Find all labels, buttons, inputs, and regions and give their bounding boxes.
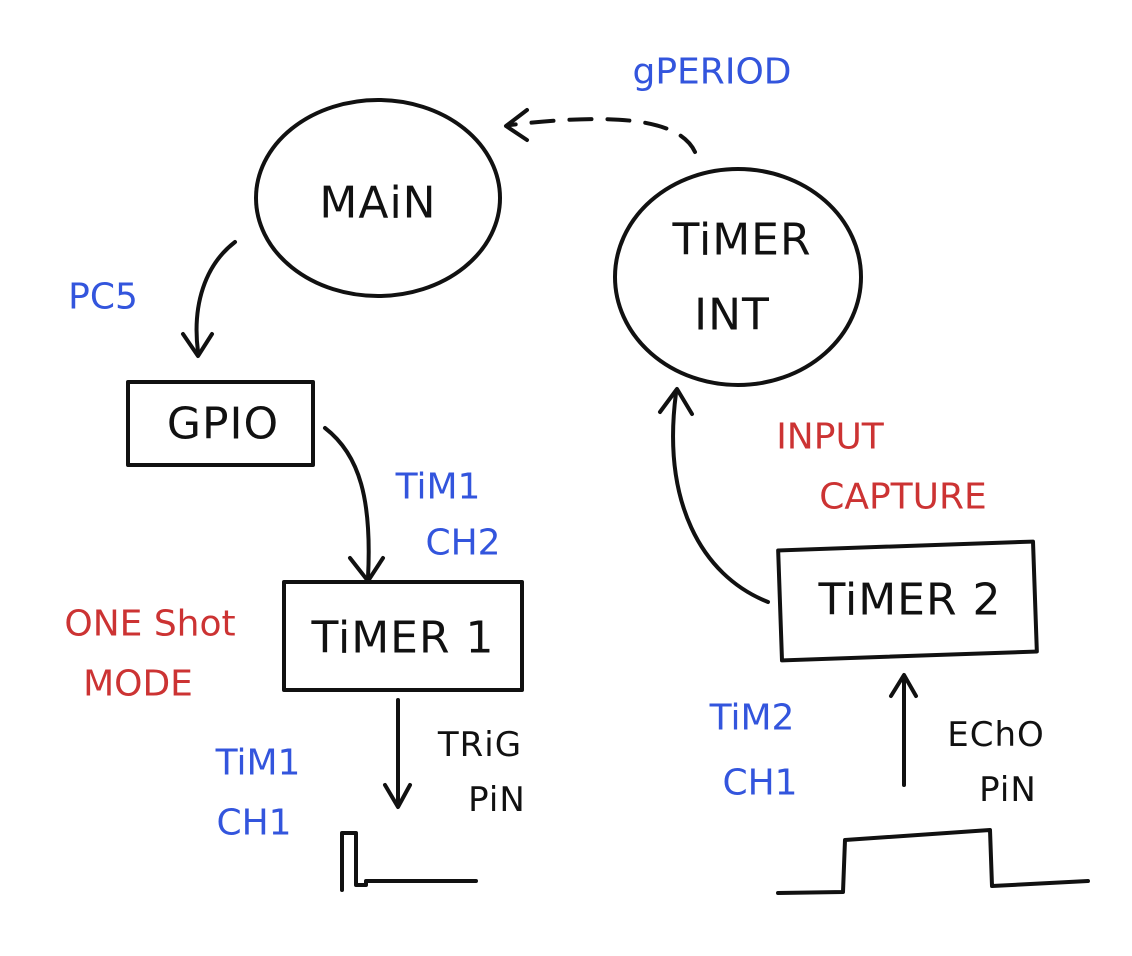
- timer2-box: TiMER 2: [776, 539, 1039, 663]
- tim2-ch1-line2: CH1: [722, 763, 797, 804]
- trig-pin-line2: PiN: [468, 780, 526, 820]
- arrow-timer2-to-timer-int: [658, 387, 770, 604]
- one-shot-line2: MODE: [83, 664, 193, 705]
- trig-pin-line1: TRiG: [437, 725, 522, 765]
- tim1-ch1-line1: TiM1: [215, 743, 301, 784]
- arrow-main-to-gpio: [181, 240, 237, 358]
- arrow-gpio-to-timer1: [323, 426, 385, 583]
- arrow-echo-pin-to-timer2: [889, 673, 918, 787]
- trig-pulse-waveform: [340, 831, 478, 892]
- timer-int-label-line1: TiMER: [671, 215, 811, 266]
- echo-pin-label: EChO PiN: [947, 715, 1045, 810]
- gpio-label: GPIO: [167, 399, 279, 450]
- main-label: MAiN: [319, 178, 436, 229]
- dashed-arrow-timer-int-to-main: [504, 108, 697, 154]
- gperiod-label: gPERIOD: [633, 52, 792, 93]
- input-capture-line2: CAPTURE: [819, 477, 987, 518]
- tim1-ch2-label: TiM1 CH2: [395, 467, 501, 564]
- one-shot-mode-label: ONE Shot MODE: [64, 604, 235, 705]
- main-node: MAiN: [254, 98, 502, 298]
- one-shot-line1: ONE Shot: [64, 604, 235, 645]
- arrow-timer1-to-trig-pin: [383, 698, 412, 809]
- tim2-ch1-line1: TiM2: [709, 698, 795, 739]
- tim2-ch1-label: TiM2 CH1: [709, 698, 798, 804]
- timer-int-label-line2: INT: [694, 290, 770, 341]
- gpio-box: GPIO: [126, 380, 315, 467]
- tim1-ch2-line2: CH2: [425, 523, 500, 564]
- timer-int-node: TiMER INT: [613, 167, 863, 387]
- echo-pin-line1: EChO: [947, 715, 1045, 755]
- input-capture-line1: INPUT: [776, 417, 885, 458]
- timer1-label: TiMER 1: [310, 613, 494, 664]
- tim1-ch1-label: TiM1 CH1: [215, 743, 301, 844]
- timer1-box: TiMER 1: [282, 580, 524, 692]
- echo-pulse-waveform: [776, 828, 1090, 895]
- trig-pin-label: TRiG PiN: [437, 725, 526, 820]
- pc5-label: PC5: [68, 277, 138, 318]
- timer2-label: TiMER 2: [817, 575, 1001, 626]
- input-capture-label: INPUT CAPTURE: [776, 417, 987, 518]
- tim1-ch2-line1: TiM1: [395, 467, 481, 508]
- tim1-ch1-line2: CH1: [216, 803, 291, 844]
- echo-pin-line2: PiN: [979, 770, 1037, 810]
